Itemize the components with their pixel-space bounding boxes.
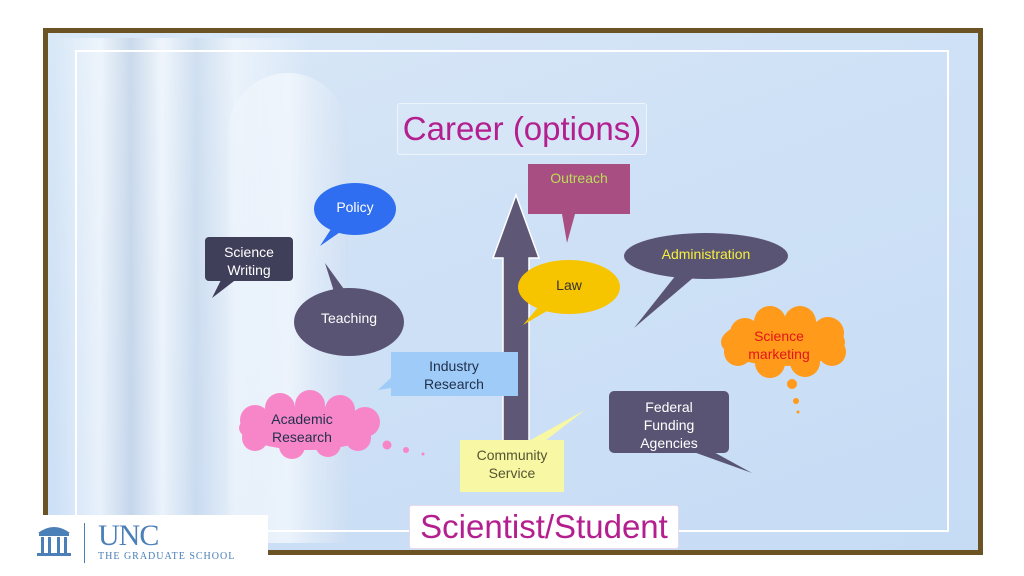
outreach-label: Outreach	[550, 170, 608, 186]
law-bubble	[518, 260, 620, 325]
logo-subtitle: THE GRADUATE SCHOOL	[98, 551, 236, 562]
administration-label: Administration	[661, 246, 751, 262]
science-writing-label: Science Writing	[224, 244, 274, 278]
unc-logo: UNC THE GRADUATE SCHOOL	[0, 515, 268, 576]
administration-bubble	[624, 233, 788, 328]
policy-bubble	[314, 183, 396, 246]
industry-research-bubble	[378, 352, 518, 396]
base-box: Scientist/Student	[409, 505, 679, 549]
old-well-icon	[37, 527, 71, 556]
industry-research-label: Industry Research	[424, 358, 484, 392]
science-marketing-label: Science marketing	[748, 328, 810, 362]
federal-funding-label: Federal Funding Agencies	[640, 399, 698, 451]
base-title: Scientist/Student	[420, 508, 668, 545]
logo-name: UNC	[98, 519, 159, 552]
community-service-label: Community Service	[476, 447, 548, 481]
teaching-bubble	[294, 263, 404, 356]
science-writing-bubble	[205, 237, 293, 298]
teaching-label: Teaching	[320, 310, 378, 326]
law-label: Law	[556, 277, 582, 293]
federal-funding-bubble	[609, 391, 752, 473]
community-service-bubble	[460, 410, 585, 492]
science-marketing-bubble	[721, 306, 846, 414]
academic-research-label: Academic Research	[271, 411, 333, 445]
outreach-bubble	[528, 164, 630, 243]
logo-divider	[84, 523, 85, 563]
academic-research-bubble	[239, 390, 425, 459]
policy-label: Policy	[336, 199, 374, 215]
title-box: Career (options)	[397, 103, 647, 155]
page-title: Career (options)	[402, 110, 642, 147]
upward-arrow	[491, 192, 541, 456]
